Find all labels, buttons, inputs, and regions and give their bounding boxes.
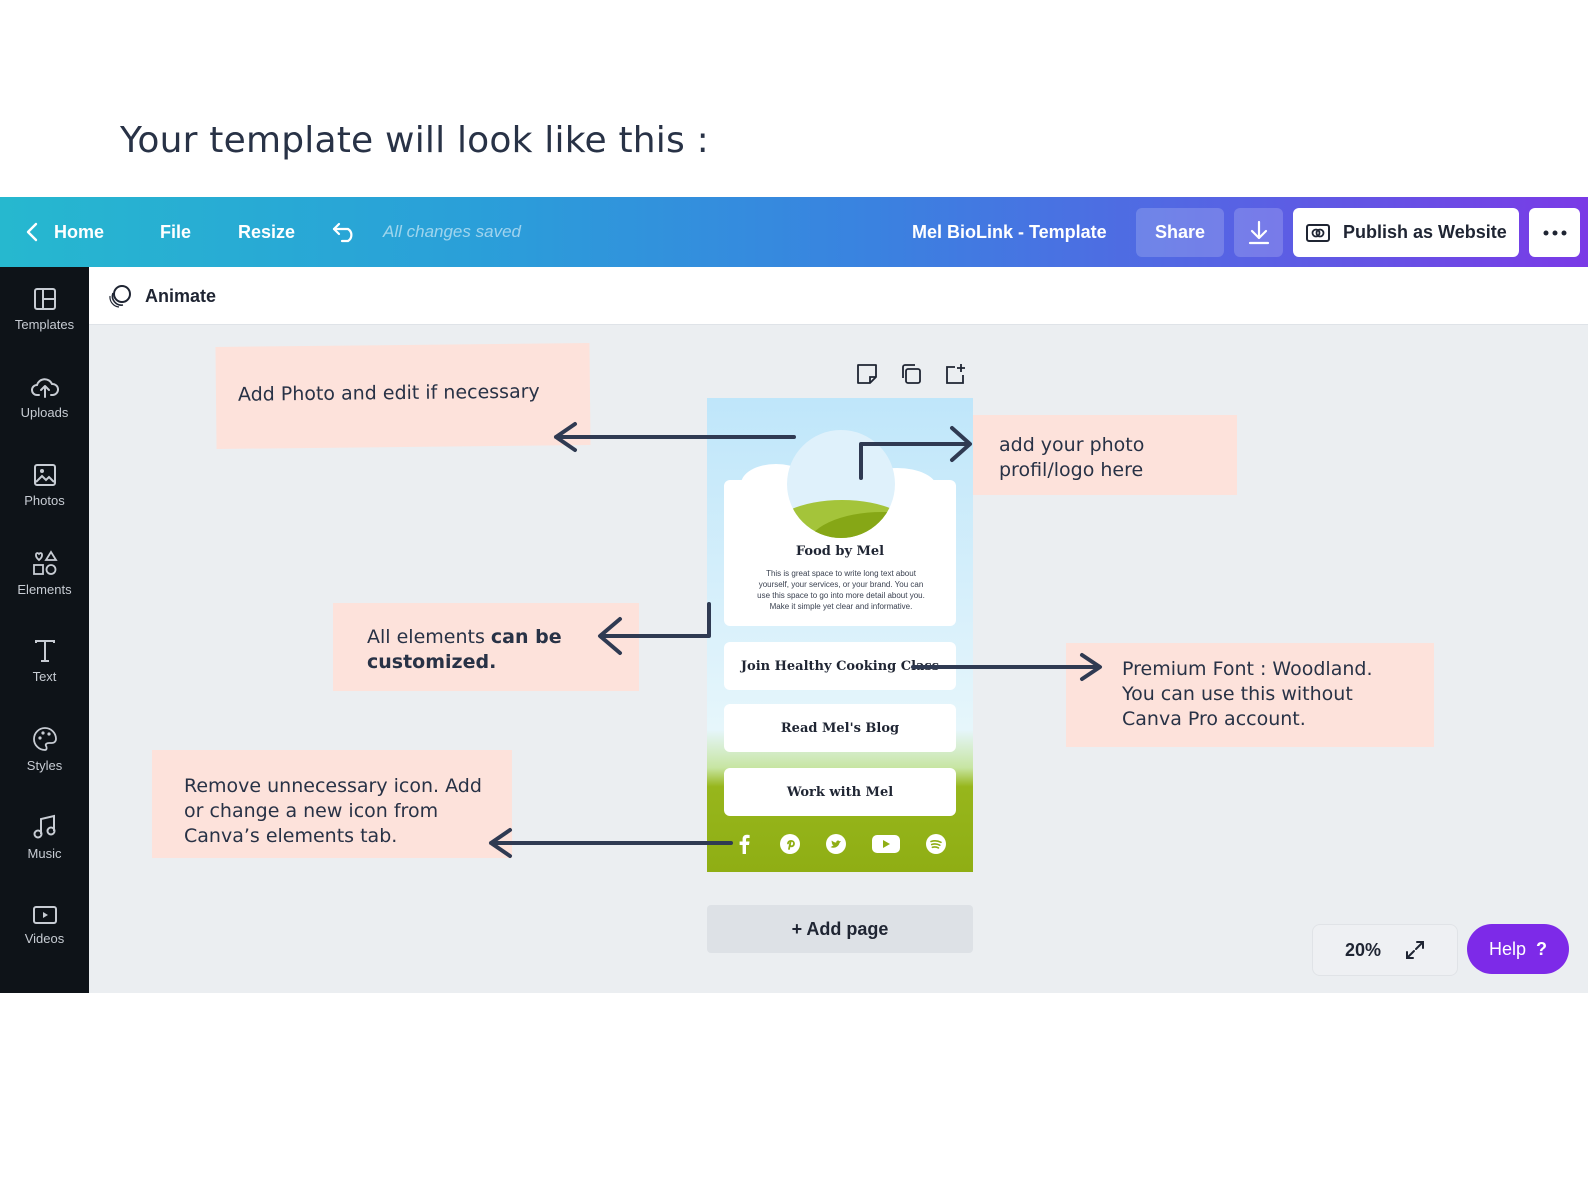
sidebar-item-templates[interactable]: Templates: [0, 269, 89, 349]
sidebar-item-videos[interactable]: Videos: [0, 885, 89, 965]
design-page[interactable]: Food by Mel This is great space to write…: [707, 398, 973, 872]
shapes-icon: [32, 549, 58, 575]
sidebar-label: Photos: [24, 492, 65, 508]
design-title[interactable]: Mel BioLink - Template: [912, 221, 1107, 242]
publish-website-button[interactable]: Publish as Website: [1293, 208, 1519, 257]
annotation-bold-text: customized.: [367, 651, 497, 673]
note-icon[interactable]: [855, 362, 879, 386]
upload-cloud-icon: [30, 377, 59, 398]
download-icon: [1248, 220, 1269, 244]
undo-icon: [332, 222, 353, 243]
page-actions: [855, 362, 967, 386]
editor-toolbar: Animate: [89, 267, 1588, 325]
annotation-text: Premium Font : Woodland.: [1122, 658, 1373, 680]
profile-photo[interactable]: [787, 430, 895, 538]
link-button-blog[interactable]: Read Mel's Blog: [724, 704, 956, 752]
facebook-icon[interactable]: [733, 833, 755, 855]
animate-icon: [109, 285, 131, 308]
youtube-icon[interactable]: [871, 833, 901, 855]
help-button[interactable]: Help ?: [1467, 924, 1569, 974]
undo-button[interactable]: [332, 197, 358, 267]
sidebar-label: Styles: [26, 757, 63, 773]
file-menu-button[interactable]: File: [160, 221, 192, 242]
annotation-icons: Remove unnecessary icon. Add or change a…: [152, 750, 512, 858]
sidebar-item-music[interactable]: Music: [0, 797, 89, 877]
fullscreen-icon[interactable]: [1403, 938, 1427, 962]
sidebar-item-uploads[interactable]: Uploads: [0, 357, 89, 437]
annotation-font: Premium Font : Woodland. You can use thi…: [1066, 643, 1434, 747]
music-note-icon: [33, 814, 55, 838]
home-button[interactable]: Home: [26, 197, 104, 267]
sidebar-item-photos[interactable]: Photos: [0, 445, 89, 525]
bio-text-line: Make it simple yet clear and informative…: [769, 602, 913, 611]
top-bar: Home File Resize All changes saved Mel B…: [0, 197, 1588, 267]
add-page-icon[interactable]: [943, 362, 967, 386]
link-button-cooking-class[interactable]: Join Healthy Cooking Class: [724, 642, 956, 690]
sidebar-label: Text: [32, 668, 57, 684]
pinterest-icon[interactable]: [779, 833, 801, 855]
bio-text-line: use this space to go into more detail ab…: [757, 591, 925, 600]
website-icon: [1306, 223, 1330, 242]
more-dots-icon: [1543, 230, 1566, 235]
sidebar-label: Videos: [24, 930, 65, 946]
video-icon: [32, 905, 57, 924]
annotation-logo: add your photo profil/logo here: [967, 415, 1237, 495]
annotation-text: add your photo: [999, 434, 1145, 456]
help-label: Help: [1488, 938, 1527, 959]
duplicate-page-icon[interactable]: [899, 362, 923, 386]
more-options-button[interactable]: [1529, 208, 1580, 257]
annotation-text: Canva Pro account.: [1122, 708, 1306, 730]
sidebar-item-elements[interactable]: Elements: [0, 533, 89, 613]
bio-text[interactable]: This is great space to write long text a…: [741, 568, 941, 612]
annotation-text: You can use this without: [1122, 683, 1353, 705]
sidebar-label: Templates: [14, 316, 75, 332]
sidebar-item-styles[interactable]: Styles: [0, 709, 89, 789]
annotation-text: profil/logo here: [999, 459, 1144, 481]
chevron-left-icon: [26, 222, 38, 242]
sidebar-label: Uploads: [20, 404, 69, 420]
spotify-icon[interactable]: [925, 833, 947, 855]
link-button-work[interactable]: Work with Mel: [724, 768, 956, 816]
bio-name[interactable]: Food by Mel: [795, 544, 885, 559]
annotation-photo: Add Photo and edit if necessary: [215, 343, 591, 449]
home-label: Home: [54, 221, 105, 242]
download-button[interactable]: [1234, 208, 1283, 257]
bio-text-line: This is great space to write long text a…: [766, 569, 916, 578]
add-page-button[interactable]: + Add page: [707, 905, 973, 953]
publish-label: Publish as Website: [1343, 222, 1507, 242]
zoom-control[interactable]: 20%: [1312, 924, 1458, 976]
social-icons-row: [707, 824, 973, 864]
left-sidebar: Templates Uploads Photos Elements Text S…: [0, 267, 89, 993]
annotation-text: Remove unnecessary icon. Add: [184, 775, 482, 797]
twitter-icon[interactable]: [825, 833, 847, 855]
resize-button[interactable]: Resize: [238, 221, 296, 242]
animate-button[interactable]: Animate: [107, 267, 216, 325]
zoom-level: 20%: [1345, 939, 1382, 960]
photo-icon: [33, 463, 56, 486]
annotation-text: Add Photo and edit if necessary: [237, 380, 540, 406]
sidebar-label: Music: [27, 845, 62, 861]
templates-icon: [33, 287, 56, 310]
annotation-text: or change a new icon from: [184, 800, 439, 822]
text-icon: [34, 639, 55, 662]
annotation-text: All elements: [367, 626, 491, 648]
annotation-text: Canva’s elements tab.: [184, 825, 398, 847]
sidebar-item-text[interactable]: Text: [0, 621, 89, 701]
sidebar-label: Elements: [17, 581, 72, 597]
bio-text-line: yourself, your services, or your brand. …: [758, 580, 924, 589]
palette-icon: [32, 726, 57, 751]
page-heading: Your template will look like this :: [120, 120, 709, 161]
annotation-bold-text: can be: [490, 626, 562, 648]
help-question-icon: ?: [1536, 938, 1548, 959]
share-button[interactable]: Share: [1136, 208, 1224, 257]
annotation-customize: All elements can be customized.: [333, 603, 639, 691]
save-status: All changes saved: [383, 222, 521, 241]
animate-label: Animate: [145, 285, 217, 306]
